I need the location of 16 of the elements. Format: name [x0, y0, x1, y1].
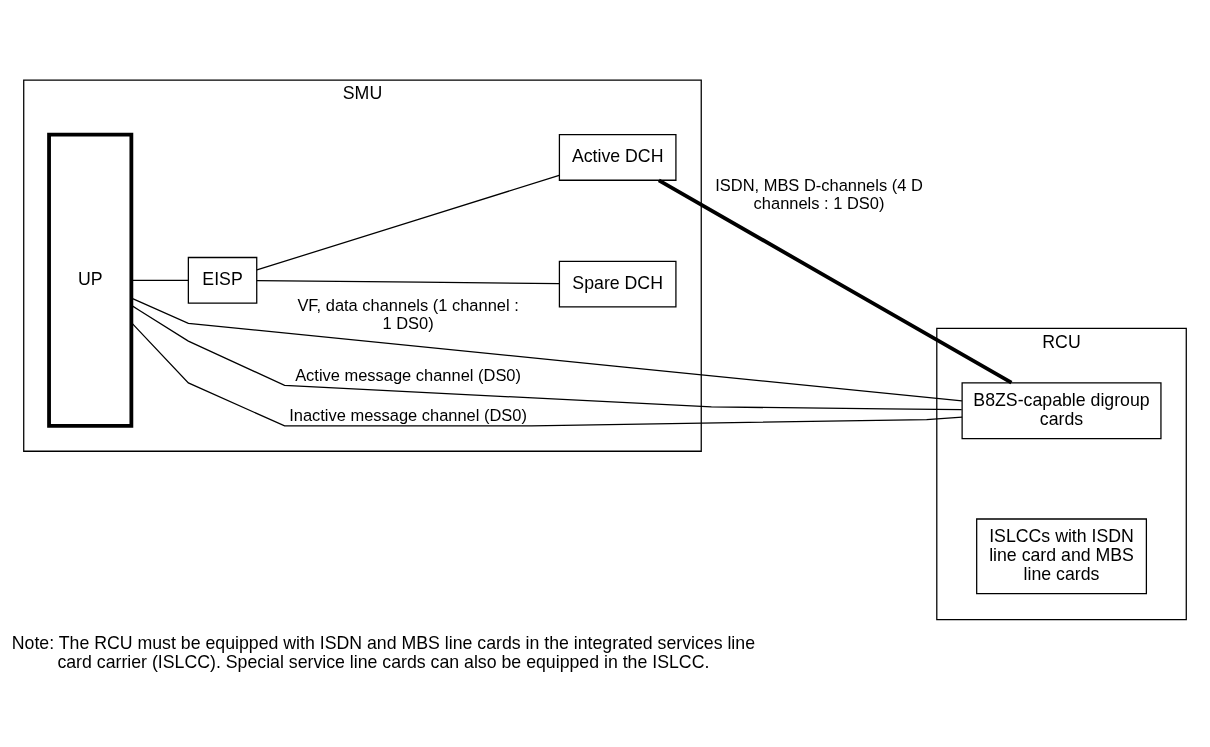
node-box: ISLCCs with ISDN line card and MBS line cards: [976, 517, 1147, 594]
edge-label: VF, data channels (1 channel : 1 DS0): [297, 295, 519, 332]
connector: [256, 174, 560, 271]
edge-label: Inactive message channel (DS0): [289, 405, 527, 424]
node-box: B8ZS-capable digroup cards: [961, 381, 1162, 439]
caption: Note: The RCU must be equipped with ISDN and MBS line cards in the integrated services line card carrier (ISLCC). Special service line cards can also be equipped in the ISLCC.: [11, 632, 756, 672]
node-box: Active DCH: [558, 133, 677, 181]
node-box: EISP: [187, 256, 258, 304]
node-box: Spare DCH: [558, 260, 677, 307]
edge-label: Active message channel (DS0): [295, 365, 522, 384]
edge-label: ISDN, MBS D-channels (4 D channels : 1 DS0): [715, 175, 923, 212]
connector: [130, 279, 189, 281]
connector: [130, 321, 963, 427]
connector: [657, 178, 1013, 384]
node-box: UP: [47, 132, 134, 428]
connector: [256, 279, 560, 284]
